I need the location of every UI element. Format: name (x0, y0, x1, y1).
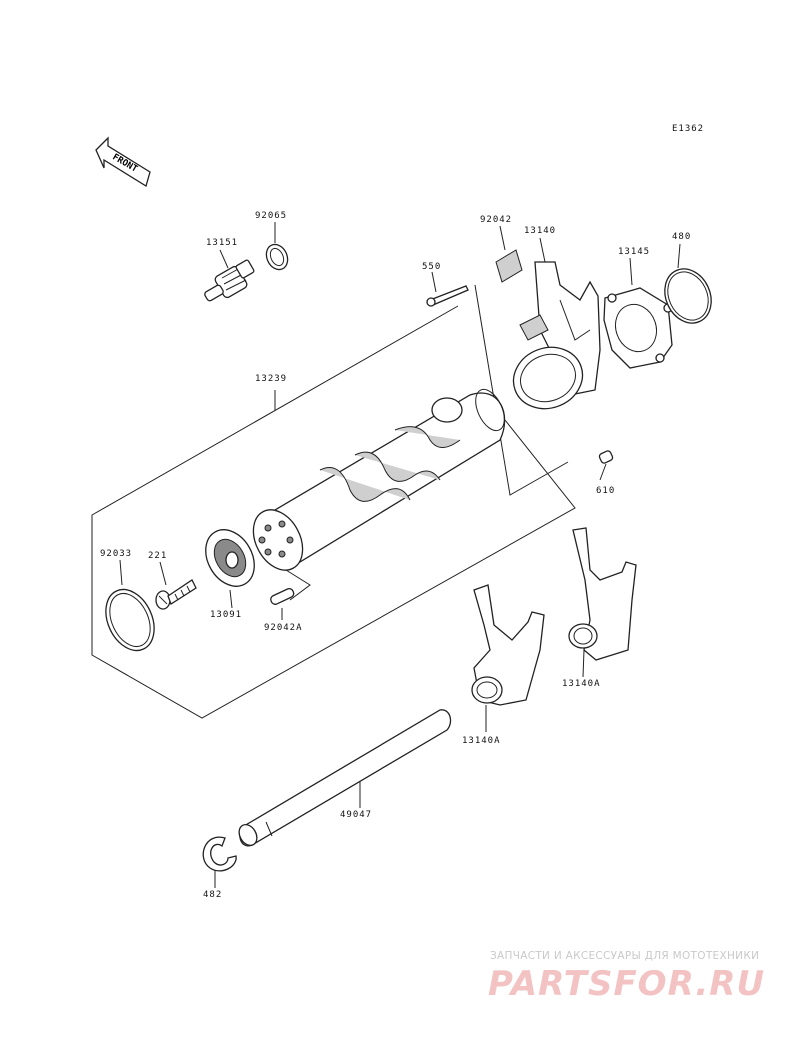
part-label-13140A-left: 13140A (462, 736, 501, 746)
part-label-92042A: 92042A (264, 623, 303, 633)
shift-fork-13140 (512, 261, 601, 410)
shift-fork-13140A-right (568, 527, 637, 661)
watermark-logo: PARTSFOR.RU (488, 964, 766, 1004)
part-label-49047: 49047 (340, 810, 373, 820)
ring-92033 (105, 588, 155, 652)
part-label-92033: 92033 (100, 549, 133, 559)
part-label-221: 221 (148, 551, 168, 561)
clip-pin-550 (426, 285, 469, 307)
e-clip-482 (202, 836, 237, 872)
part-label-13091: 13091 (210, 610, 243, 620)
part-label-92042: 92042 (480, 215, 513, 225)
pin-92042 (495, 249, 523, 283)
assembly-bracket (91, 305, 576, 719)
part-label-550: 550 (422, 262, 442, 272)
shaft-49047 (238, 709, 452, 847)
circlip-480 (664, 268, 712, 324)
screw-221 (155, 579, 197, 610)
front-arrow-icon: FRONT (95, 136, 151, 188)
pin-92042A (270, 587, 295, 605)
part-label-480: 480 (672, 232, 692, 242)
pin-610 (598, 450, 614, 464)
watermark-tagline: ЗАПЧАСТИ И АКСЕССУАРЫ ДЛЯ МОТОТЕХНИКИ (490, 950, 760, 962)
part-label-13145: 13145 (618, 247, 651, 257)
shift-drum-13239 (252, 388, 506, 571)
plate-13145 (603, 287, 673, 369)
part-label-13140A-right: 13140A (562, 679, 601, 689)
part-label-610: 610 (596, 486, 616, 496)
neutral-switch-13151 (204, 259, 255, 302)
washer-92065 (265, 243, 289, 271)
diagram-code: E1362 (672, 124, 705, 134)
shift-fork-13140A-left (471, 584, 545, 706)
part-label-13239: 13239 (255, 374, 288, 384)
plate-13091 (205, 529, 255, 587)
part-label-13151: 13151 (206, 238, 239, 248)
part-label-482: 482 (203, 890, 223, 900)
part-label-13140: 13140 (524, 226, 557, 236)
part-label-92065: 92065 (255, 211, 288, 221)
